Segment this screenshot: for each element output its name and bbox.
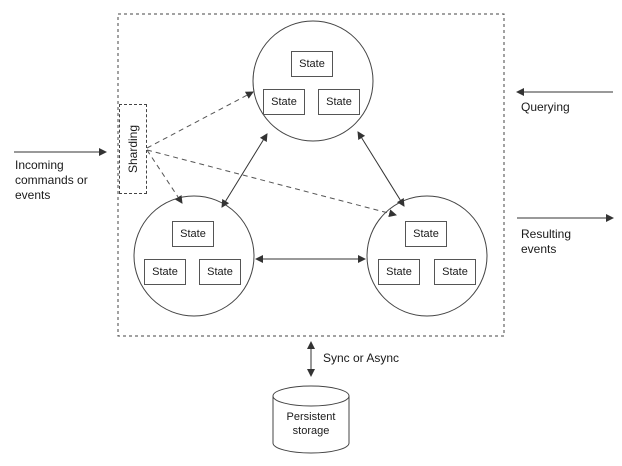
resulting-events-label: Resulting events xyxy=(521,227,572,256)
sync-label: Sync or Async xyxy=(323,351,400,365)
node-left-circle xyxy=(133,195,255,317)
state-box: State xyxy=(434,259,476,285)
link-top-left xyxy=(221,133,268,208)
sharding-box: Sharding xyxy=(119,104,147,194)
cluster-boundary xyxy=(117,13,505,337)
persistent-storage-cylinder xyxy=(272,385,350,454)
state-box: State xyxy=(318,89,360,115)
state-box: State xyxy=(144,259,186,285)
state-box: State xyxy=(405,221,447,247)
link-top-right xyxy=(357,131,405,207)
incoming-label: Incoming commands or events xyxy=(15,158,88,202)
querying-label: Querying xyxy=(521,100,570,114)
state-box: State xyxy=(291,51,333,77)
shard-route-top xyxy=(146,91,254,149)
node-right-circle xyxy=(366,195,488,317)
shard-route-left xyxy=(146,149,183,204)
state-box: State xyxy=(172,221,214,247)
persistent-storage-label: Persistent storage xyxy=(286,411,336,437)
sharding-label: Sharding xyxy=(126,124,140,174)
state-box: State xyxy=(199,259,241,285)
node-top-circle xyxy=(252,20,374,142)
state-box: State xyxy=(263,89,305,115)
shard-route-right xyxy=(146,149,397,218)
state-box: State xyxy=(378,259,420,285)
